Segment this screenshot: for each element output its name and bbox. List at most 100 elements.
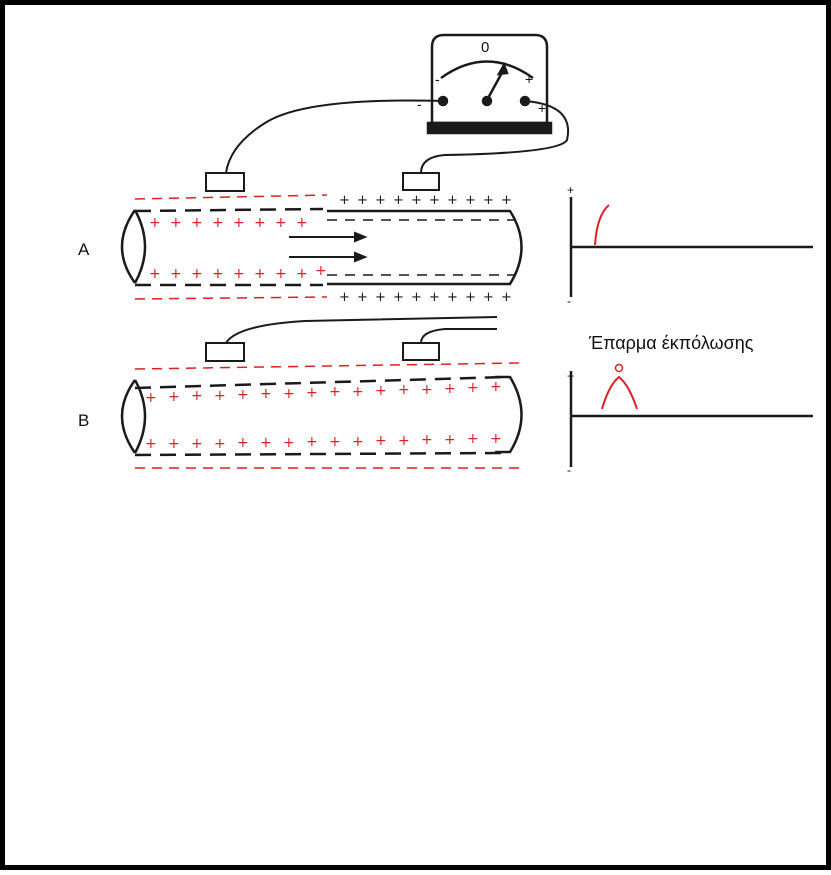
svg-text:+: + xyxy=(375,433,387,449)
svg-text:+: + xyxy=(237,387,249,403)
svg-text:+: + xyxy=(352,434,364,450)
svg-text:+: + xyxy=(214,388,226,404)
svg-text:+: + xyxy=(212,266,224,282)
svg-text:+: + xyxy=(170,215,182,231)
trace-a xyxy=(569,197,813,297)
svg-text:+: + xyxy=(375,193,386,208)
svg-text:+: + xyxy=(339,290,350,305)
svg-text:+: + xyxy=(296,266,308,282)
svg-text:+: + xyxy=(421,382,433,398)
svg-text:+: + xyxy=(191,388,203,404)
svg-text:+: + xyxy=(145,390,157,406)
meter-zero-label: 0 xyxy=(481,39,489,56)
trace-a-minus: - xyxy=(567,294,571,308)
charge-row: + + + + + + + + + + + + + + + + + + + + xyxy=(339,193,512,305)
svg-text:+: + xyxy=(329,434,341,450)
svg-text:+: + xyxy=(212,215,224,231)
fiber-a: + + + + + + + + + + + + + + + + + + + + + + + + + + + + + + + + + + + + + xyxy=(120,193,523,305)
svg-text:+: + xyxy=(352,384,364,400)
svg-text:+: + xyxy=(375,290,386,305)
svg-text:+: + xyxy=(483,193,494,208)
svg-text:+: + xyxy=(393,290,404,305)
charge-row: + + + + + + + + + + + + + + + + + + + + + + + + + + + + + + + + xyxy=(145,379,502,452)
electrode-icon xyxy=(205,172,245,192)
svg-text:+: + xyxy=(233,266,245,282)
svg-text:+: + xyxy=(501,193,512,208)
svg-text:+: + xyxy=(260,435,272,451)
fiber-b-label: B xyxy=(78,411,89,430)
fiber-a-label: A xyxy=(78,240,90,259)
svg-text:+: + xyxy=(275,266,287,282)
svg-text:+: + xyxy=(339,193,350,208)
svg-text:+: + xyxy=(465,193,476,208)
svg-text:+: + xyxy=(490,379,502,395)
trace-b-plus: + xyxy=(567,369,574,383)
svg-text:+: + xyxy=(398,433,410,449)
electrode-icon xyxy=(205,342,245,362)
svg-text:+: + xyxy=(429,290,440,305)
svg-text:+: + xyxy=(465,290,476,305)
svg-text:+: + xyxy=(398,382,410,398)
svg-text:+: + xyxy=(283,386,295,402)
svg-text:+: + xyxy=(444,381,456,397)
meter-minus-label: - xyxy=(435,71,440,87)
trace-b-minus: - xyxy=(567,463,571,477)
galvanometer-icon xyxy=(426,33,553,135)
wire-b-right xyxy=(420,328,497,344)
svg-text:+: + xyxy=(444,432,456,448)
svg-text:+: + xyxy=(260,386,272,402)
svg-text:+: + xyxy=(214,436,226,452)
electrode-icon xyxy=(402,342,440,361)
svg-text:+: + xyxy=(170,266,182,282)
svg-text:+: + xyxy=(411,290,422,305)
charge-row: + + + + + + + + + + + + + + + + + xyxy=(149,215,327,282)
svg-text:+: + xyxy=(421,432,433,448)
svg-text:+: + xyxy=(306,385,318,401)
electrode-icon xyxy=(402,172,440,191)
wire-right xyxy=(420,100,570,174)
fiber-b: + + + + + + + + + + + + + + + + + + + + + + + + + + + + + + + + xyxy=(120,362,523,469)
svg-text:+: + xyxy=(191,436,203,452)
svg-text:+: + xyxy=(254,215,266,231)
svg-text:+: + xyxy=(375,383,387,399)
svg-text:+: + xyxy=(467,431,479,447)
svg-text:+: + xyxy=(254,266,266,282)
svg-text:+: + xyxy=(357,193,368,208)
conduction-arrows xyxy=(289,231,368,263)
svg-text:+: + xyxy=(145,436,157,452)
depolarization-caption: Έπαρμα έκπόλωσης xyxy=(588,333,754,353)
svg-text:+: + xyxy=(168,436,180,452)
meter-plus-label: + xyxy=(525,71,533,87)
svg-text:+: + xyxy=(191,266,203,282)
svg-text:+: + xyxy=(149,215,161,231)
nerve-conduction-diagram: 0 - + - + ++++++++ +++++++++ ++++++++++ … xyxy=(78,33,813,477)
terminal-minus-label: - xyxy=(417,96,422,112)
terminal-plus-label: + xyxy=(538,100,546,116)
svg-text:+: + xyxy=(483,290,494,305)
svg-text:+: + xyxy=(429,193,440,208)
svg-text:+: + xyxy=(357,290,368,305)
svg-text:+: + xyxy=(233,215,245,231)
svg-text:+: + xyxy=(315,263,327,279)
trace-a-plus: + xyxy=(567,183,574,197)
svg-text:+: + xyxy=(501,290,512,305)
svg-text:+: + xyxy=(411,193,422,208)
wire-left xyxy=(225,99,444,174)
svg-text:+: + xyxy=(283,435,295,451)
svg-text:+: + xyxy=(275,215,287,231)
svg-text:+: + xyxy=(447,193,458,208)
wire-b-left xyxy=(225,316,498,344)
svg-text:+: + xyxy=(306,434,318,450)
svg-text:+: + xyxy=(296,215,308,231)
trace-b xyxy=(569,363,813,467)
svg-text:+: + xyxy=(490,431,502,447)
svg-text:+: + xyxy=(329,384,341,400)
svg-text:+: + xyxy=(467,380,479,396)
svg-text:+: + xyxy=(393,193,404,208)
svg-text:+: + xyxy=(237,435,249,451)
svg-text:+: + xyxy=(168,389,180,405)
svg-text:+: + xyxy=(447,290,458,305)
svg-text:+: + xyxy=(191,215,203,231)
svg-text:+: + xyxy=(149,266,161,282)
